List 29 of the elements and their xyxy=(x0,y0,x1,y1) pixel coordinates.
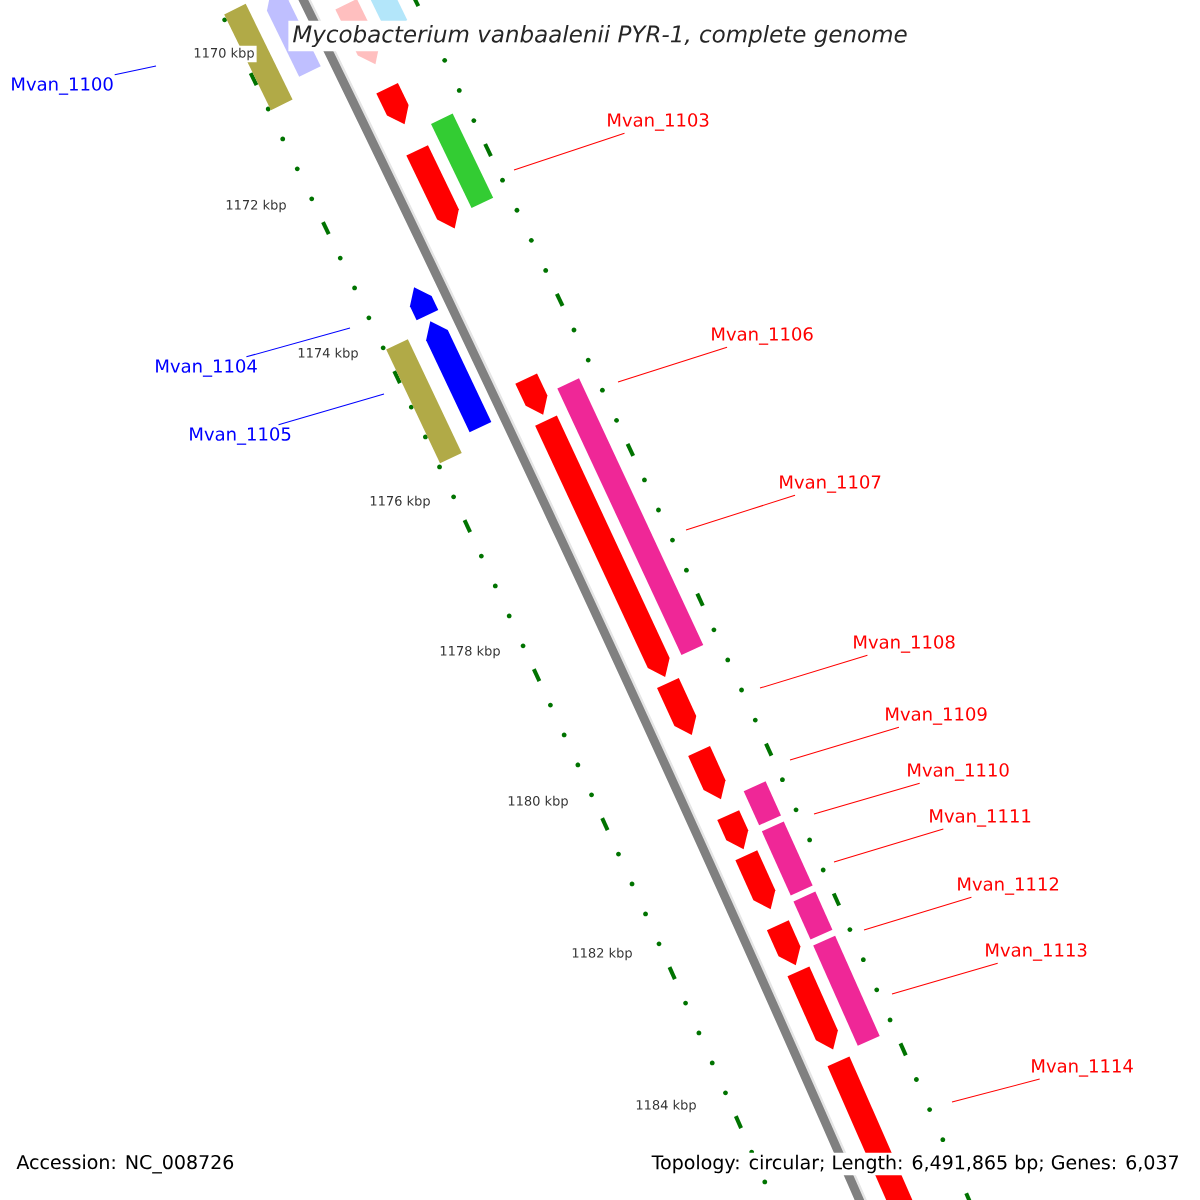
leader-line xyxy=(891,962,999,995)
gene-label: Mvan_1106 xyxy=(712,327,813,345)
gene-label: Mvan_1100 xyxy=(12,77,113,95)
gene-label: Mvan_1114 xyxy=(1032,1059,1133,1077)
gene-label: Mvan_1104 xyxy=(156,359,257,377)
leader-line xyxy=(833,828,944,863)
leader-line xyxy=(759,654,868,689)
gene-label: Mvan_1111 xyxy=(930,809,1031,827)
gene-label: Mvan_1112 xyxy=(958,877,1059,895)
leader-line xyxy=(513,132,625,171)
title: Mycobacterium vanbaalenii PYR-1, complete genome xyxy=(288,20,912,52)
leader-line xyxy=(114,65,157,76)
leader-line xyxy=(813,782,921,815)
leader-line xyxy=(278,393,385,426)
leader-line xyxy=(789,726,900,761)
gene-label: Mvan_1103 xyxy=(608,113,709,131)
leader-line xyxy=(685,494,796,531)
gene-label: Mvan_1109 xyxy=(886,707,987,725)
gene-label: Mvan_1110 xyxy=(908,763,1009,781)
gene-label: Mvan_1108 xyxy=(854,635,955,653)
genome-info-text: Topology: circular; Length: 6,491,865 bp; Genes: 6,037 xyxy=(649,1152,1182,1176)
leader-line xyxy=(245,327,351,358)
gene-label: Mvan_1105 xyxy=(190,427,291,445)
accession-text: Accession: NC_008726 xyxy=(14,1152,237,1176)
gene-label: Mvan_1107 xyxy=(780,475,881,493)
leader-line xyxy=(617,346,728,383)
leader-line xyxy=(863,896,972,931)
leader-line xyxy=(951,1078,1041,1103)
gene-label: Mvan_1113 xyxy=(986,943,1087,961)
